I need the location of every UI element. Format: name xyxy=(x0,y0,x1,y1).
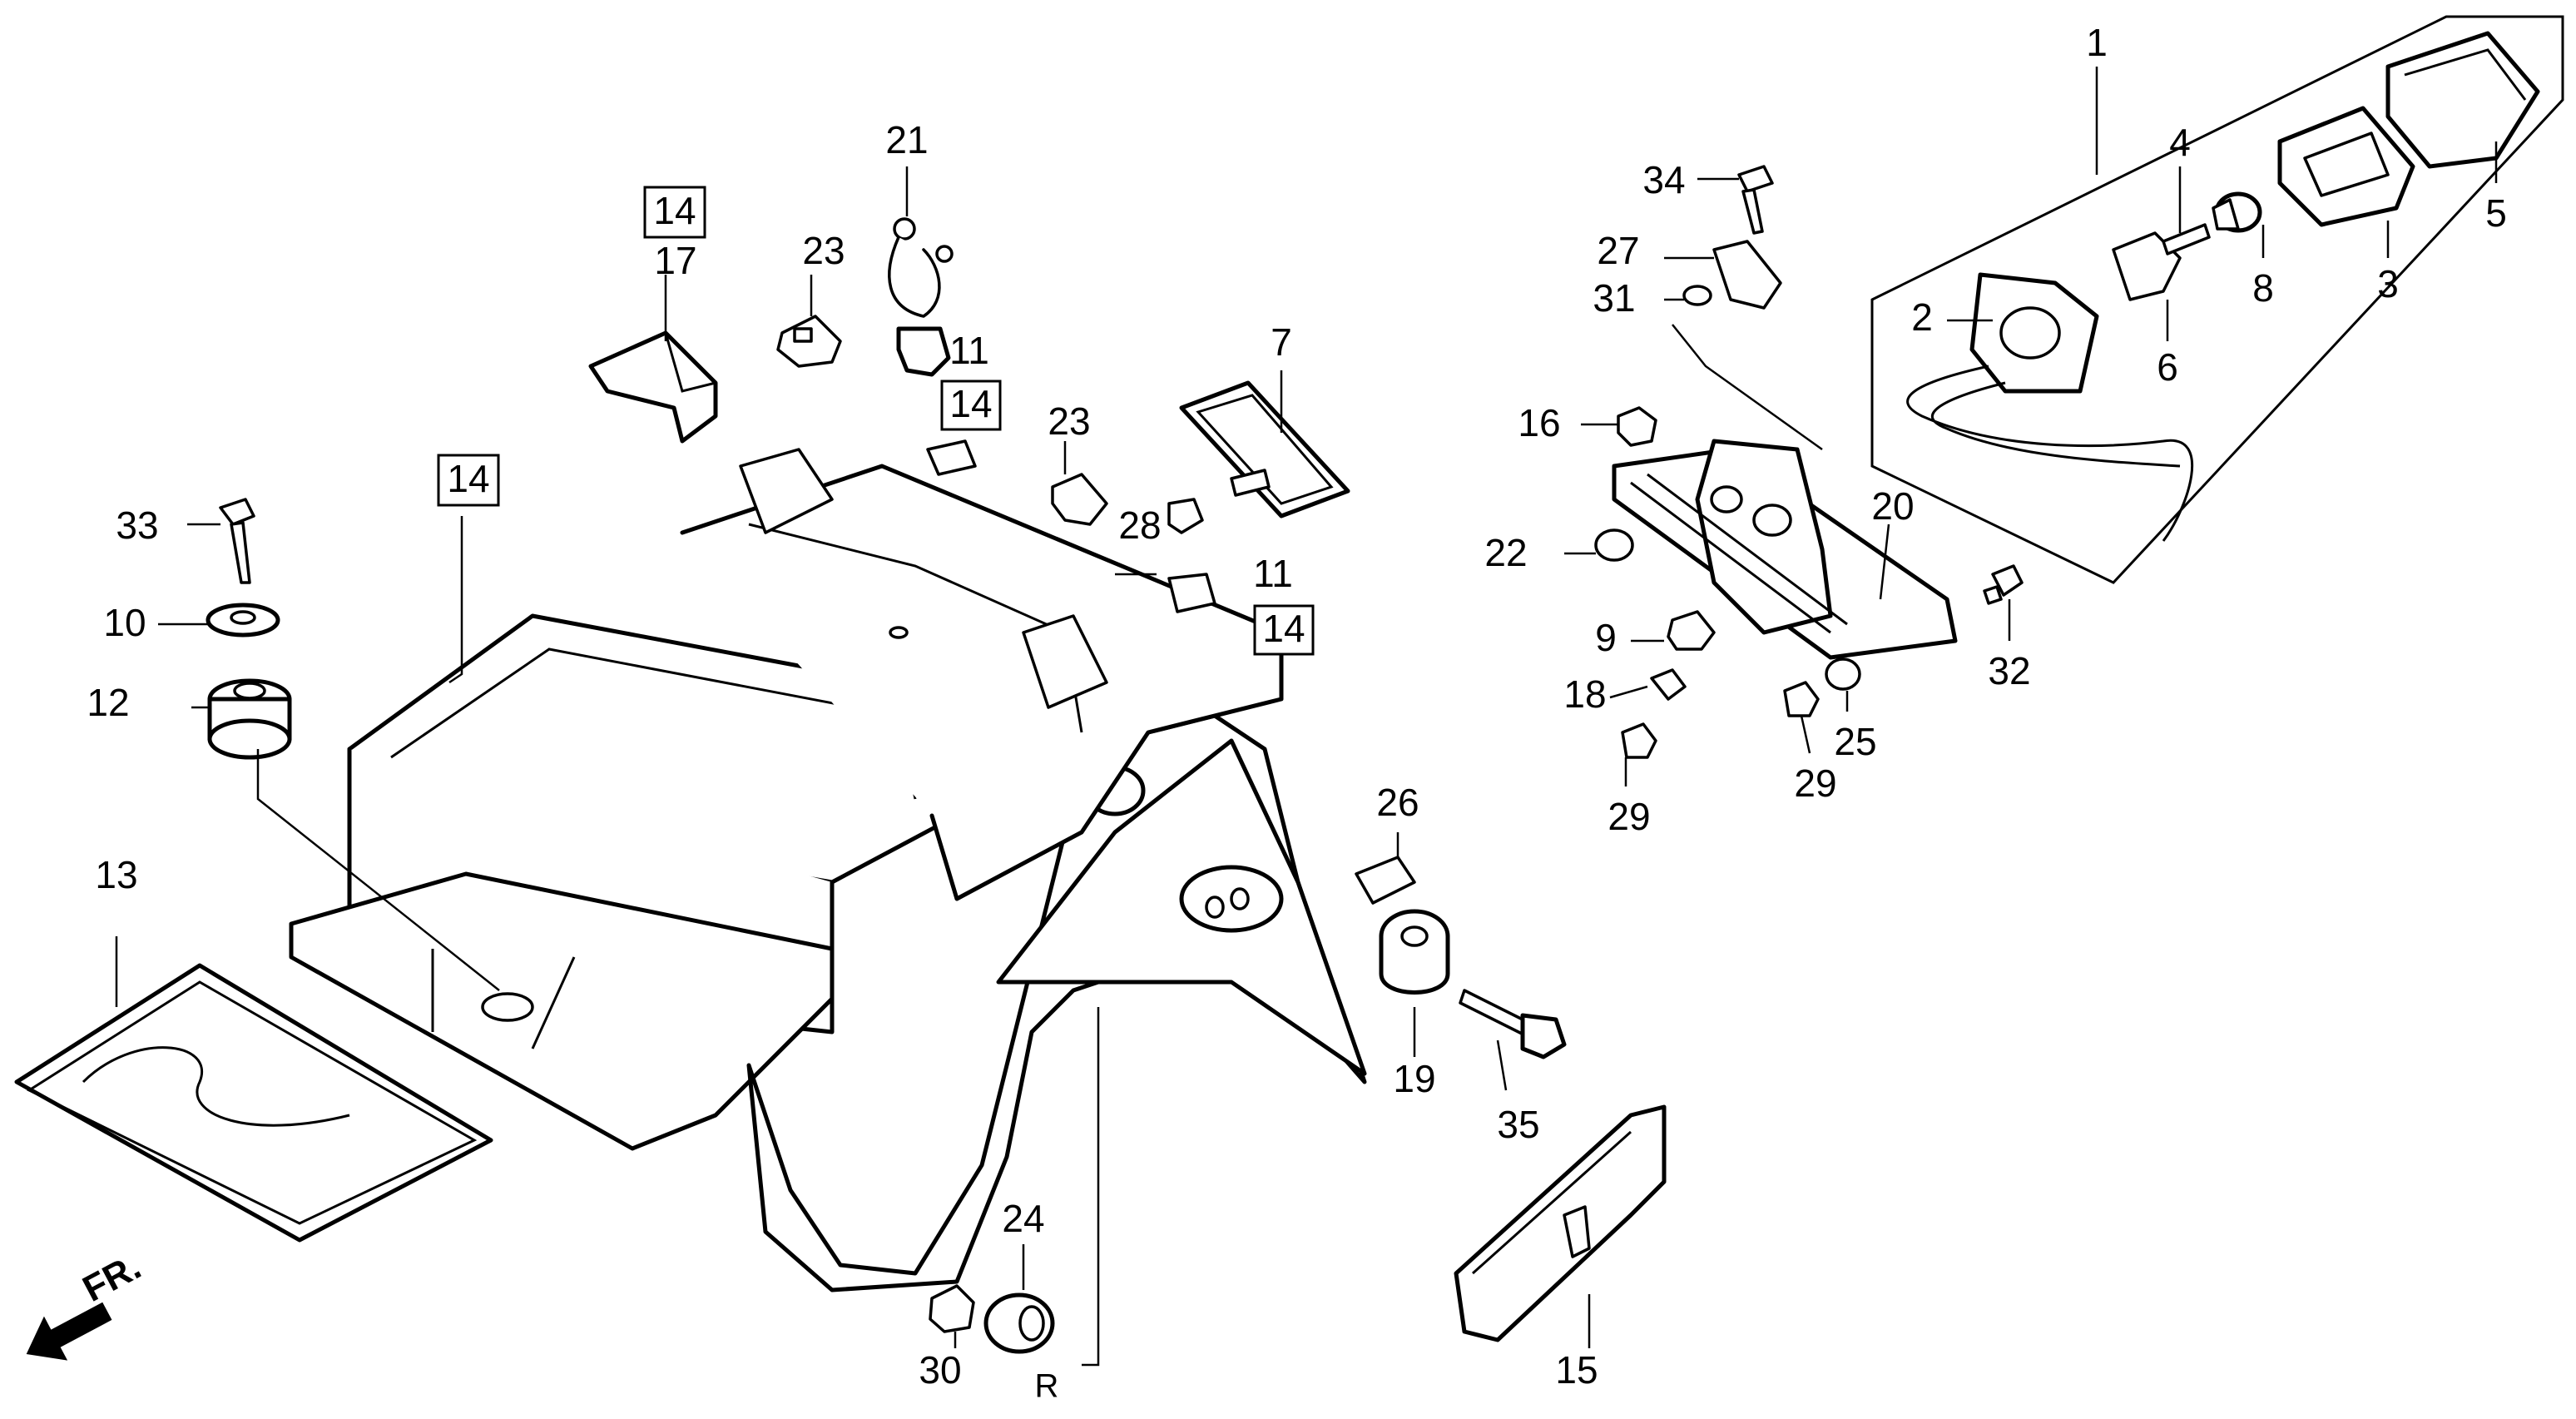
bulb-8 xyxy=(2212,191,2262,233)
callout-18: 18 xyxy=(1563,672,1606,716)
callout-11-lower: 11 xyxy=(1253,552,1293,595)
callout-14-d: 14 xyxy=(1262,607,1305,650)
cushion-11-lower xyxy=(1167,573,1216,613)
front-label: FR. xyxy=(77,1246,148,1310)
band-21 xyxy=(888,217,954,377)
callout-8: 8 xyxy=(2252,266,2274,310)
callout-9: 9 xyxy=(1595,616,1617,659)
callout-23-upper: 23 xyxy=(802,229,845,272)
callout-20: 20 xyxy=(1871,484,1914,528)
bolt-24 xyxy=(983,1292,1055,1354)
pad-7 xyxy=(1179,380,1350,518)
grommet-19 xyxy=(1379,909,1450,995)
callout-7: 7 xyxy=(1271,320,1292,364)
nut-29-right xyxy=(1783,681,1820,717)
callout-11-upper: 11 xyxy=(949,329,989,372)
holder-27 xyxy=(1712,240,1782,310)
callout-25: 25 xyxy=(1834,720,1876,763)
callout-12: 12 xyxy=(87,681,129,724)
nut-16 xyxy=(1617,406,1657,447)
callout-5: 5 xyxy=(2485,191,2507,235)
callout-29-left: 29 xyxy=(1608,795,1650,838)
callout-30: 30 xyxy=(919,1348,961,1392)
callout-32: 32 xyxy=(1988,649,2030,692)
nut-28 xyxy=(1167,498,1204,534)
gasket-6 xyxy=(2112,231,2182,301)
callout-15: 15 xyxy=(1555,1348,1598,1392)
callout-19: 19 xyxy=(1393,1057,1435,1100)
nut-30 xyxy=(929,1284,975,1333)
bolt-35 xyxy=(1459,989,1567,1059)
screw-34 xyxy=(1737,165,1774,235)
callout-6: 6 xyxy=(2157,345,2178,389)
screw-32 xyxy=(1983,564,2024,605)
collar-25 xyxy=(1825,657,1861,691)
callout-23-lower: 23 xyxy=(1048,399,1090,443)
bolt-26 xyxy=(1355,856,1416,905)
rear-marker: R xyxy=(1035,1368,1059,1405)
callout-10: 10 xyxy=(103,601,146,644)
callout-1: 1 xyxy=(2086,21,2108,64)
callout-16: 16 xyxy=(1518,401,1560,444)
callout-box-14-a xyxy=(643,186,706,239)
seat-pad-13 xyxy=(14,963,493,1243)
callout-14-c: 14 xyxy=(949,382,992,425)
callout-29-right: 29 xyxy=(1794,762,1836,805)
collar-10 xyxy=(206,603,280,638)
callout-35: 35 xyxy=(1497,1103,1539,1146)
callout-14-a: 14 xyxy=(653,189,696,232)
callout-34: 34 xyxy=(1642,158,1685,201)
clip-23-lower xyxy=(1051,473,1108,526)
washer-31 xyxy=(1682,285,1712,306)
callout-13: 13 xyxy=(95,853,137,896)
cover-17 xyxy=(588,330,718,444)
grommet-12 xyxy=(207,678,292,760)
housing-2 xyxy=(1906,272,2194,542)
callout-31: 31 xyxy=(1593,276,1635,320)
callout-33: 33 xyxy=(116,504,158,547)
callout-26: 26 xyxy=(1376,781,1419,824)
callout-2: 2 xyxy=(1911,295,1933,339)
callout-27: 27 xyxy=(1597,229,1639,272)
callout-box-14-c xyxy=(940,380,1002,431)
taillight-assembly-box xyxy=(1870,15,2564,584)
front-arrow-icon xyxy=(26,1302,112,1361)
cushion-11-upper xyxy=(926,439,977,476)
collar-22 xyxy=(1594,528,1634,562)
callout-4: 4 xyxy=(2169,121,2191,164)
callout-3: 3 xyxy=(2377,262,2399,305)
screw-4 xyxy=(2162,223,2211,256)
bracket-15 xyxy=(1454,1104,1667,1342)
callout-box-14-d xyxy=(1253,604,1315,656)
callout-box-14-b xyxy=(437,454,500,507)
callout-14-b: 14 xyxy=(447,457,489,500)
callout-28: 28 xyxy=(1118,504,1161,547)
callout-22: 22 xyxy=(1484,531,1527,574)
bracket-20 xyxy=(1612,439,1958,660)
lens-5 xyxy=(2385,31,2540,169)
lens-3 xyxy=(2277,106,2415,227)
leader-lines xyxy=(115,67,2498,1348)
nut-29-left xyxy=(1621,722,1657,759)
clip-23-upper xyxy=(776,315,842,368)
screw-18 xyxy=(1650,668,1687,701)
callout-17: 17 xyxy=(654,239,696,282)
nut-9 xyxy=(1667,610,1716,651)
callout-21: 21 xyxy=(885,118,928,161)
callout-24: 24 xyxy=(1002,1197,1044,1240)
bolt-33 xyxy=(219,498,255,584)
